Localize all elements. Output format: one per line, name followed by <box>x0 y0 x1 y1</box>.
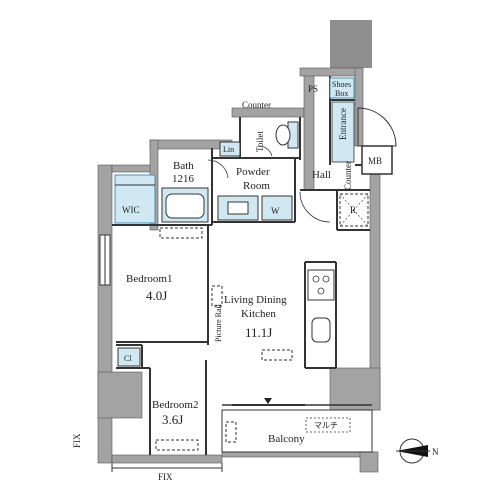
r-label: R <box>350 205 356 215</box>
powder-room-label-1: Powder <box>236 166 270 178</box>
aircon-label: マルチ <box>314 421 338 430</box>
entrance-label: Entrance <box>338 108 348 140</box>
kitchen-unit <box>307 269 335 343</box>
toilet-label: Toilet <box>255 131 265 152</box>
mb-box <box>361 145 393 175</box>
balcony-label: Balcony <box>268 433 305 445</box>
dashed-fixtures <box>155 227 293 451</box>
picture-rail-label: Picture Rail <box>214 303 223 342</box>
wic-label: WIC <box>122 205 140 215</box>
mb-label: MB <box>368 156 382 166</box>
shoes-box <box>329 77 355 99</box>
balcony-area <box>221 409 373 453</box>
interior-doors <box>207 145 331 223</box>
washer-space <box>261 195 293 221</box>
bath-size-label: 1216 <box>172 173 195 185</box>
bedroom2-area: 3.6J <box>162 412 183 427</box>
compass-north-label: N <box>432 447 439 457</box>
entrance-door <box>357 107 397 147</box>
bedroom2-label: Bedroom2 <box>152 399 198 411</box>
aircon-outdoor-unit <box>305 417 351 433</box>
ps-label: PS <box>308 84 318 94</box>
compass-icon <box>396 438 430 464</box>
linen-cabinet <box>219 141 241 157</box>
window-marker <box>264 398 272 404</box>
counter-label-top: Counter <box>242 100 271 110</box>
bedroom1-area: 4.0J <box>146 288 167 303</box>
bedroom1-label: Bedroom1 <box>126 273 172 285</box>
ldk-label-2: Kitchen <box>241 308 276 320</box>
exterior-walls <box>97 67 381 473</box>
washbasin <box>217 195 259 221</box>
closet <box>117 347 141 367</box>
hall-label: Hall <box>312 169 331 181</box>
bathtub <box>161 187 209 223</box>
toilet-fixture <box>275 121 299 149</box>
fix-label-left: FIX <box>72 433 82 448</box>
shaft-column <box>330 20 372 68</box>
shoes-box-label-1: Shoes <box>332 80 351 89</box>
fix-label-bottom: FIX <box>158 472 173 482</box>
window-bedroom1 <box>99 234 111 286</box>
w-label: W <box>271 206 280 216</box>
powder-room-label-2: Room <box>243 180 270 192</box>
closet-label: Cl <box>124 354 132 363</box>
ldk-label-1: Living Dining <box>224 294 287 306</box>
counter-label-hall: Counter <box>343 161 353 190</box>
lin-label: Lin <box>223 145 234 154</box>
bath-label: Bath <box>173 160 194 172</box>
wic-area <box>114 174 156 224</box>
ldk-area: 11.1J <box>245 325 272 340</box>
entrance-floor <box>331 101 355 163</box>
shoes-box-label-2: Box <box>335 89 348 98</box>
